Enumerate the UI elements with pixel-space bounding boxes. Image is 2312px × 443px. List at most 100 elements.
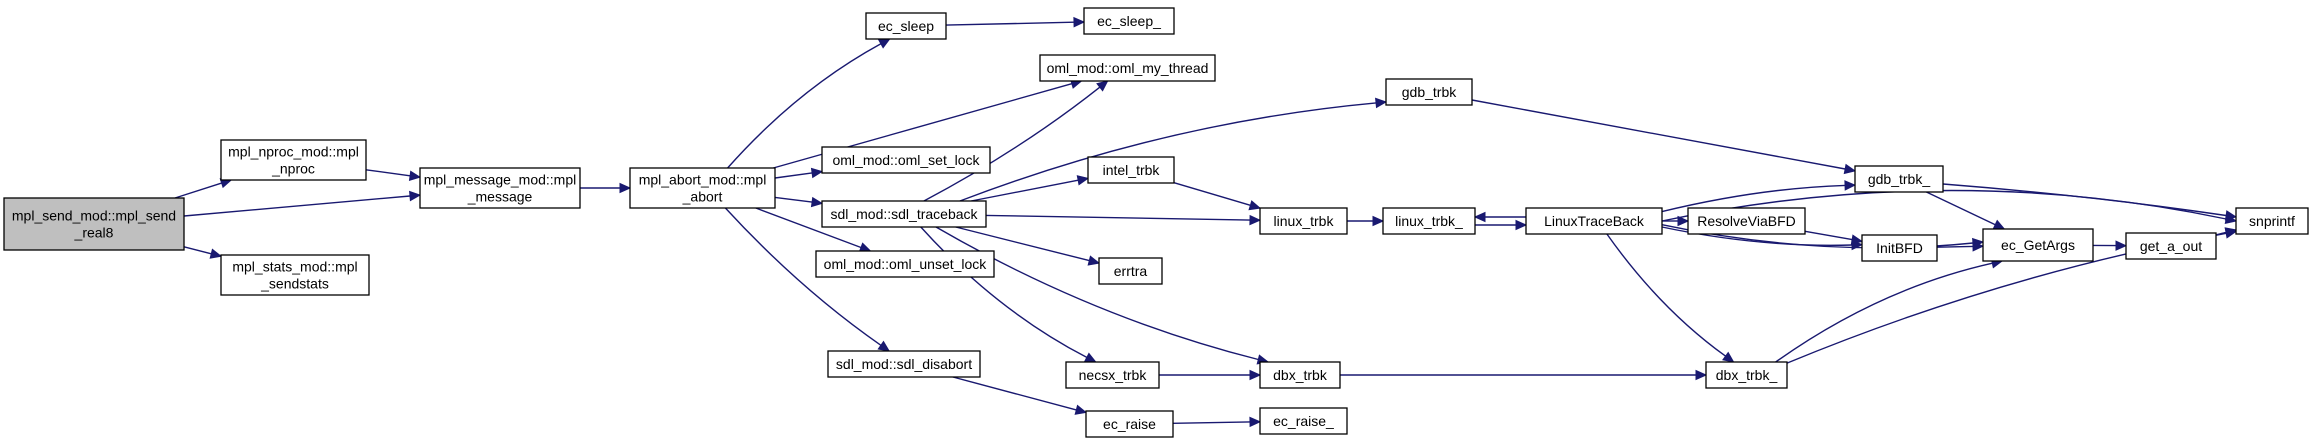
node-label: ec_sleep (878, 18, 934, 34)
node-box (1385, 78, 1473, 106)
call-edge-mpl_abort-to-sdl_disabort (724, 207, 891, 352)
node-mpl_sendstats[interactable]: mpl_stats_mod::mpl_sendstats (220, 254, 370, 296)
node-LinuxTraceBack[interactable]: LinuxTraceBack (1525, 207, 1663, 235)
edge-line (935, 226, 1259, 361)
edge-arrowhead (1096, 80, 1109, 92)
node-snprintf[interactable]: snprintf (2235, 207, 2309, 235)
call-edge-mpl_abort-to-sdl_traceback (774, 196, 824, 208)
edge-line (365, 169, 411, 177)
node-box (1085, 410, 1174, 438)
node-label: dbx_trbk (1273, 367, 1328, 383)
edge-line (923, 86, 1101, 202)
edge-arrowhead (810, 167, 824, 179)
call-edge-ec_raise-to-ec_raise_ (1172, 416, 1262, 428)
call-edge-ec_GetArgs-to-get_a_out (2092, 240, 2128, 251)
node-dbx_trbk[interactable]: dbx_trbk (1259, 361, 1341, 389)
call-edge-mpl_nproc-to-mpl_message (365, 169, 422, 181)
node-ec_raise[interactable]: ec_raise (1085, 410, 1174, 438)
node-intel_trbk[interactable]: intel_trbk (1087, 156, 1175, 184)
node-box (2125, 232, 2217, 260)
call-edge-LinuxTraceBack-to-gdb_trbk_ (1661, 180, 1857, 213)
node-label: _message (467, 189, 533, 205)
node-box (629, 167, 776, 209)
node-gdb_trbk[interactable]: gdb_trbk (1385, 78, 1473, 106)
node-box (3, 197, 185, 251)
node-ResolveViaBFD[interactable]: ResolveViaBFD (1687, 207, 1806, 235)
call-edge-dbx_trbk-to-dbx_trbk_ (1340, 369, 1708, 381)
edge-arrowhead (877, 38, 891, 49)
node-linux_trbk[interactable]: linux_trbk (1259, 207, 1348, 235)
node-label: dbx_trbk_ (1716, 367, 1778, 383)
node-dbx_trbk_[interactable]: dbx_trbk_ (1705, 361, 1788, 389)
node-mpl_nproc[interactable]: mpl_nproc_mod::mpl_nproc (220, 139, 367, 181)
node-box (220, 139, 367, 181)
edge-arrowhead (619, 182, 632, 194)
node-oml_unset_lock[interactable]: oml_mod::oml_unset_lock (815, 250, 995, 278)
call-edge-sdl_traceback-to-linux_trbk (985, 214, 1262, 226)
node-ec_sleep_[interactable]: ec_sleep_ (1083, 7, 1175, 35)
edge-arrowhead (1992, 219, 2006, 230)
edge-line (1661, 226, 1853, 247)
call-edge-mpl_abort-to-oml_set_lock (774, 167, 824, 179)
node-InitBFD[interactable]: InitBFD (1861, 234, 1938, 262)
edge-arrowhead (1073, 16, 1086, 28)
call-edge-sdl_traceback-to-intel_trbk (970, 175, 1090, 202)
edge-arrowhead (1249, 369, 1262, 381)
call-edge-gdb_trbk_-to-ec_GetArgs (1926, 191, 2006, 230)
node-linux_trbk_[interactable]: linux_trbk_ (1382, 207, 1476, 235)
node-get_a_out[interactable]: get_a_out (2125, 232, 2217, 260)
node-box (1382, 207, 1476, 235)
node-box (1687, 207, 1806, 235)
node-mpl_abort[interactable]: mpl_abort_mod::mpl_abort (629, 167, 776, 209)
node-ec_GetArgs[interactable]: ec_GetArgs (1982, 228, 2094, 262)
node-label: snprintf (2249, 213, 2295, 229)
edge-arrowhead (1087, 255, 1101, 266)
node-mpl_send_real8[interactable]: mpl_send_mod::mpl_send_real8 (3, 197, 185, 251)
node-oml_set_lock[interactable]: oml_mod::oml_set_lock (821, 146, 991, 174)
node-necsx_trbk[interactable]: necsx_trbk (1065, 361, 1160, 389)
node-gdb_trbk_[interactable]: gdb_trbk_ (1854, 165, 1944, 193)
edge-line (174, 182, 222, 199)
edge-line (1775, 262, 1993, 363)
edge-line (1172, 421, 1251, 424)
edge-arrowhead (408, 170, 422, 181)
node-ec_sleep[interactable]: ec_sleep (865, 12, 947, 40)
call-edge-InitBFD-to-ec_GetArgs (1936, 241, 1985, 252)
node-sdl_traceback[interactable]: sdl_mod::sdl_traceback (821, 200, 987, 228)
node-label: ec_GetArgs (2001, 237, 2075, 253)
edge-line (959, 102, 1377, 202)
edge-line (1661, 184, 1846, 213)
edge-arrowhead (1248, 200, 1262, 211)
node-label: mpl_nproc_mod::mpl (228, 144, 359, 160)
node-label: linux_trbk_ (1395, 213, 1463, 229)
node-box (827, 350, 981, 378)
node-label: sdl_mod::sdl_traceback (830, 206, 978, 222)
call-edge-intel_trbk-to-linux_trbk (1173, 182, 1262, 211)
call-edge-sdl_traceback-to-dbx_trbk (935, 226, 1270, 365)
node-label: oml_mod::oml_my_thread (1047, 60, 1209, 76)
node-label: sdl_mod::sdl_disabort (836, 356, 972, 372)
edge-arrowhead (1972, 241, 1985, 252)
node-box (1259, 207, 1348, 235)
edge-line (985, 214, 1251, 221)
edge-arrowhead (1249, 416, 1262, 428)
call-edge-dbx_trbk_-to-ec_GetArgs (1775, 258, 2004, 363)
edge-line (1804, 230, 1853, 241)
call-edge-mpl_send_real8-to-mpl_sendstats (183, 246, 223, 259)
node-oml_my_thread[interactable]: oml_mod::oml_my_thread (1039, 54, 1216, 82)
call-edge-gdb_trbk_-to-snprintf (1942, 183, 2238, 221)
node-mpl_message[interactable]: mpl_message_mod::mpl_message (419, 167, 581, 209)
call-edge-LinuxTraceBack-to-dbx_trbk_ (1606, 233, 1735, 363)
node-ec_raise_[interactable]: ec_raise_ (1259, 407, 1348, 435)
edge-line (1926, 191, 1996, 226)
node-errtra[interactable]: errtra (1098, 257, 1163, 285)
call-edge-mpl_send_real8-to-mpl_message (183, 190, 422, 217)
call-nodes: mpl_send_mod::mpl_send_real8 mpl_nproc_mo… (3, 7, 2309, 438)
node-box (2235, 207, 2309, 235)
node-label: gdb_trbk (1402, 84, 1457, 100)
node-label: oml_mod::oml_set_lock (832, 152, 980, 168)
node-box (1525, 207, 1663, 235)
edge-line (724, 207, 882, 346)
node-sdl_disabort[interactable]: sdl_mod::sdl_disabort (827, 350, 981, 378)
